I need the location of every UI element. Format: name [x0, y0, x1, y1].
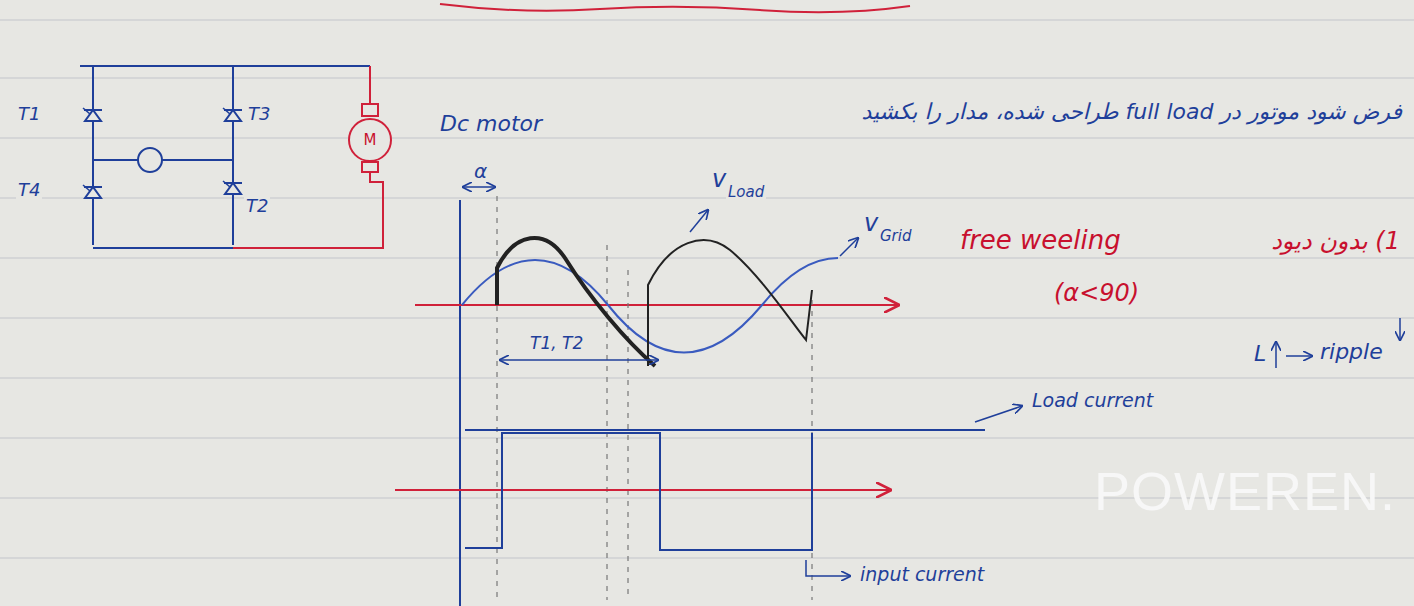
mode-note: free weeling: [958, 226, 1123, 255]
angle-condition: (α<90): [1052, 280, 1141, 306]
motor-letter: M: [364, 131, 377, 149]
signal-subscript: Grid: [878, 228, 913, 245]
signal-subscript: Load: [726, 184, 766, 201]
inductance-symbol: L: [1252, 342, 1268, 366]
thyristor-name: T2: [244, 196, 270, 216]
angle-symbol: α: [472, 160, 489, 182]
waveform-label: Load current: [1030, 390, 1155, 411]
mode-number: 1) بدون دیود: [1269, 228, 1402, 254]
current-graph: [395, 406, 1022, 576]
ripple-arrows: [1276, 318, 1400, 368]
motor-label: Dc motor: [438, 112, 544, 136]
watermark: POWEREN.: [1092, 462, 1398, 521]
thyristor-name: T1: [16, 104, 42, 124]
ripple-note: ripple: [1318, 340, 1385, 364]
voltage-graph: [415, 187, 898, 606]
ruled-lines: [0, 20, 1414, 558]
persian-note: فرض شود موتور در full load طراحی شده، مد…: [859, 100, 1404, 124]
thyristor-name: T4: [16, 180, 42, 200]
waveform-label: input current: [858, 564, 986, 585]
motor-circle: M: [348, 118, 392, 162]
underline-scribble: [440, 4, 910, 12]
thyristor-name: T3: [246, 104, 272, 124]
bridge-circuit: [80, 66, 383, 248]
conduction-label: T1, T2: [528, 334, 585, 353]
